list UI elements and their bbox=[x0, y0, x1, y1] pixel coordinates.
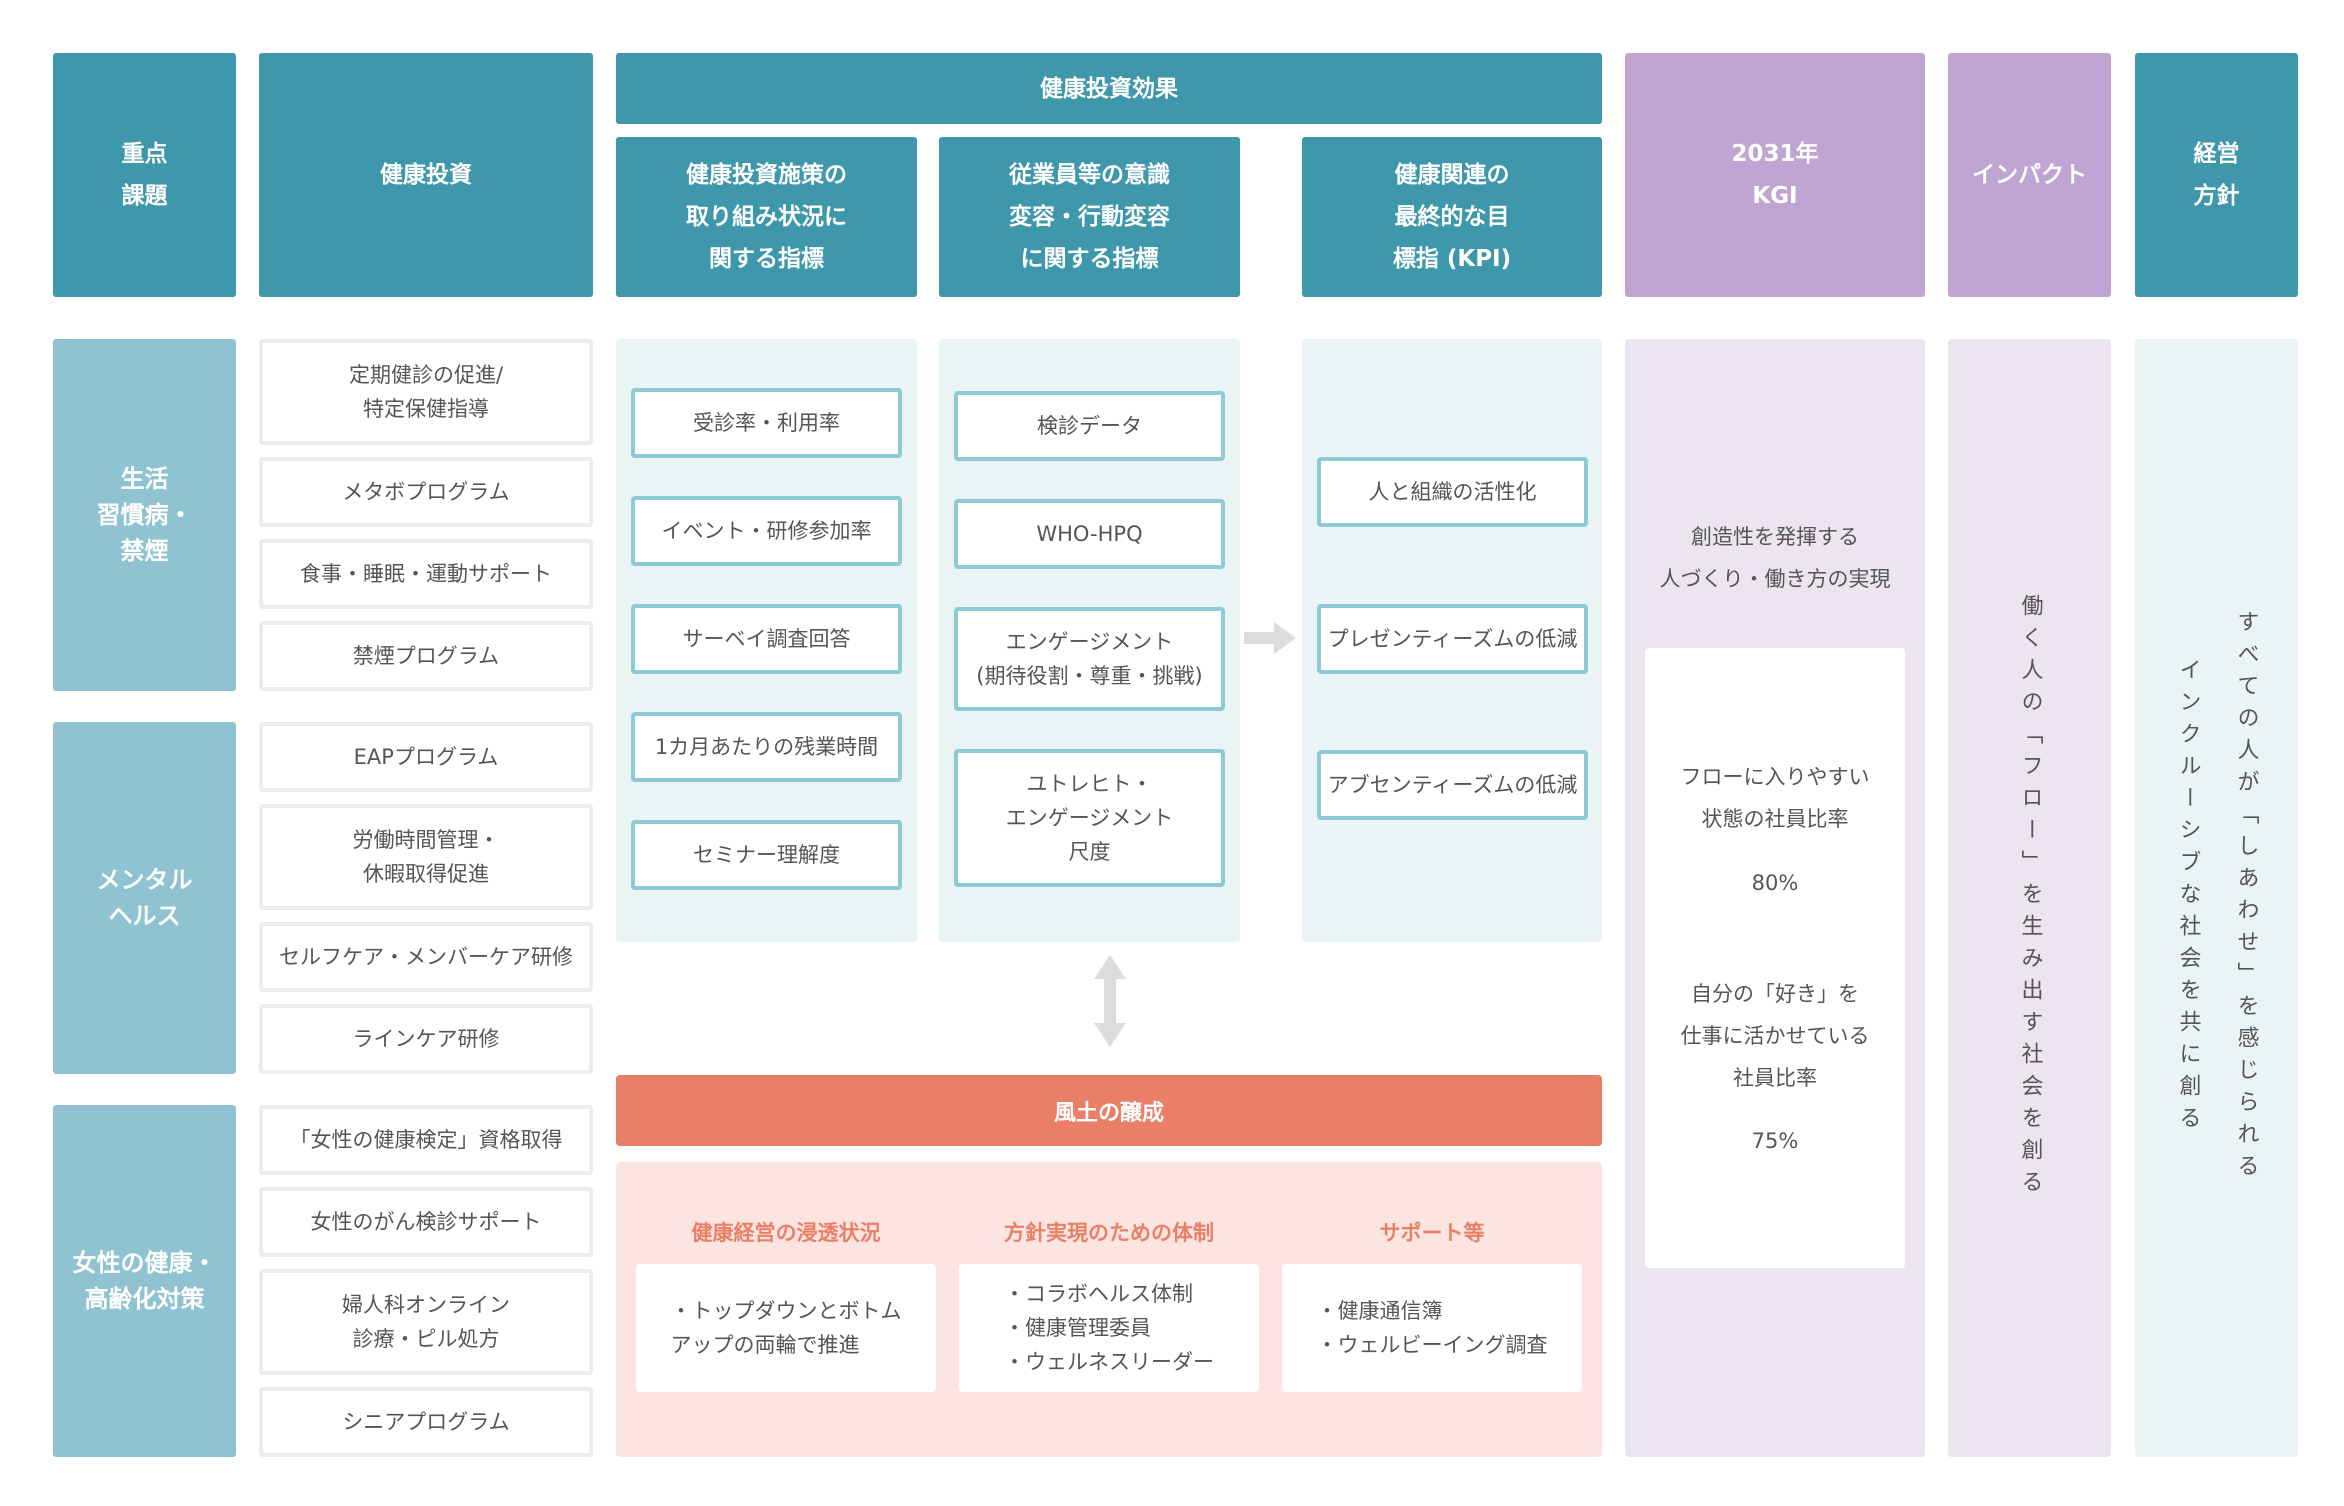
header-kgi: 2031年 KGI bbox=[1625, 53, 1925, 297]
investment-item: 婦人科オンライン 診療・ピル処方 bbox=[259, 1269, 593, 1375]
category-mental-health: メンタル ヘルス bbox=[53, 722, 236, 1074]
measures-indicator: 受診率・利用率 bbox=[631, 388, 902, 458]
culture-list-item: ウェルビーイング調査 bbox=[1317, 1328, 1548, 1362]
culture-column-heading: 健康経営の浸透状況 bbox=[691, 1221, 881, 1245]
category-lifestyle-disease: 生活 習慣病・ 禁煙 bbox=[53, 339, 236, 691]
investment-item: 食事・睡眠・運動サポート bbox=[259, 539, 593, 609]
header-investment-effect: 健康投資効果 bbox=[616, 53, 1602, 124]
measures-indicator: 1カ月あたりの残業時間 bbox=[631, 712, 902, 782]
awareness-indicator: 検診データ bbox=[954, 391, 1225, 461]
investment-item: 「女性の健康検定」資格取得 bbox=[259, 1105, 593, 1175]
policy-panel: すべての人が「しあわせ」を感じられる インクルーシブな社会を共に創る bbox=[2135, 339, 2298, 1457]
kpi-indicator: アブセンティーズムの低減 bbox=[1317, 750, 1588, 820]
kgi-metric1-label: フローに入りやすい 状態の社員比率 bbox=[1680, 765, 1870, 831]
awareness-indicator: ユトレヒト・ エンゲージメント 尺度 bbox=[954, 749, 1225, 887]
policy-text: すべての人が「しあわせ」を感じられる インクルーシブな社会を共に創る bbox=[2175, 610, 2259, 1186]
kpi-indicator: 人と組織の活性化 bbox=[1317, 457, 1588, 527]
investment-item: EAPプログラム bbox=[259, 722, 593, 792]
culture-list-item: 健康管理委員 bbox=[1004, 1311, 1214, 1345]
culture-column-box: コラボヘルス体制 健康管理委員 ウェルネスリーダー bbox=[959, 1264, 1259, 1392]
culture-column-heading: サポート等 bbox=[1379, 1221, 1485, 1245]
header-kpi: 健康関連の 最終的な目 標指 (KPI) bbox=[1302, 137, 1602, 297]
culture-column-heading: 方針実現のための体制 bbox=[1004, 1221, 1214, 1245]
investment-item: シニアプログラム bbox=[259, 1387, 593, 1457]
culture-column-box: 健康通信簿 ウェルビーイング調査 bbox=[1282, 1264, 1582, 1392]
awareness-indicator: WHO-HPQ bbox=[954, 499, 1225, 569]
kgi-metric2-label: 自分の「好き」を 仕事に活かせている 社員比率 bbox=[1680, 982, 1870, 1090]
culture-list-item: コラボヘルス体制 bbox=[1004, 1277, 1214, 1311]
investment-item: ラインケア研修 bbox=[259, 1004, 593, 1074]
impact-text: 働く人の「フロー」を生み出す社会を創る bbox=[2017, 594, 2043, 1202]
bidirectional-arrow-icon bbox=[1094, 955, 1126, 1047]
investment-item: 禁煙プログラム bbox=[259, 621, 593, 691]
kgi-metrics-card bbox=[1645, 648, 1905, 1268]
kgi-goal: 創造性を発揮する 人づくり・働き方の実現 bbox=[1659, 525, 1891, 591]
kgi-metric2-value: 75% bbox=[1751, 1129, 1799, 1153]
header-impact: インパクト bbox=[1948, 53, 2111, 297]
arrow-right-icon bbox=[1244, 622, 1296, 654]
kgi-metric1-value: 80% bbox=[1751, 871, 1799, 895]
investment-item: 労働時間管理・ 休暇取得促進 bbox=[259, 804, 593, 910]
header-management-policy: 経営 方針 bbox=[2135, 53, 2298, 297]
culture-list-item: トップダウンとボトム アップの両輪で推進 bbox=[671, 1294, 902, 1362]
investment-item: 女性のがん検診サポート bbox=[259, 1187, 593, 1257]
measures-indicator: イベント・研修参加率 bbox=[631, 496, 902, 566]
awareness-indicator: エンゲージメント (期待役割・尊重・挑戦) bbox=[954, 607, 1225, 711]
category-women-aging: 女性の健康・ 高齢化対策 bbox=[53, 1105, 236, 1457]
investment-item: セルフケア・メンバーケア研修 bbox=[259, 922, 593, 992]
culture-column-box: トップダウンとボトム アップの両輪で推進 bbox=[636, 1264, 936, 1392]
header-health-investment: 健康投資 bbox=[259, 53, 593, 297]
measures-indicator: セミナー理解度 bbox=[631, 820, 902, 890]
culture-list-item: 健康通信簿 bbox=[1317, 1294, 1548, 1328]
investment-item: メタボプログラム bbox=[259, 457, 593, 527]
impact-panel: 働く人の「フロー」を生み出す社会を創る bbox=[1948, 339, 2111, 1457]
header-measures-index: 健康投資施策の 取り組み状況に 関する指標 bbox=[616, 137, 917, 297]
culture-list-item: ウェルネスリーダー bbox=[1004, 1345, 1214, 1379]
investment-item: 定期健診の促進/ 特定保健指導 bbox=[259, 339, 593, 445]
kpi-indicator: プレゼンティーズムの低減 bbox=[1317, 604, 1588, 674]
header-awareness-index: 従業員等の意識 変容・行動変容 に関する指標 bbox=[939, 137, 1240, 297]
measures-indicator: サーベイ調査回答 bbox=[631, 604, 902, 674]
culture-header: 風土の醸成 bbox=[616, 1075, 1602, 1146]
header-focus-issues: 重点 課題 bbox=[53, 53, 236, 297]
